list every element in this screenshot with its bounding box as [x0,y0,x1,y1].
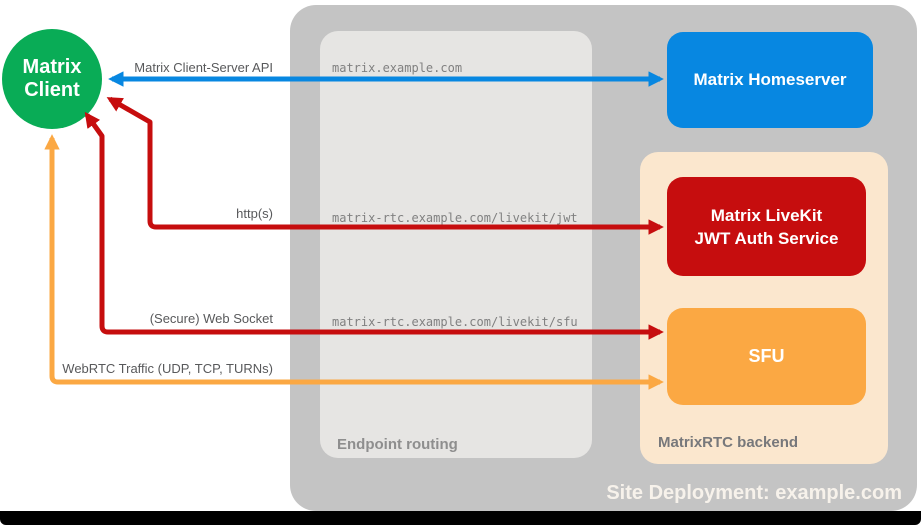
endpoint-url-matrix: matrix.example.com [332,61,463,75]
web-socket-arrow-label: (Secure) Web Socket [149,311,273,326]
bottom-bar [0,511,921,525]
endpoint-url-livekit-sfu: matrix-rtc.example.com/livekit/sfu [332,315,578,329]
jwt-label-line2: JWT Auth Service [694,228,839,248]
client-server-api-arrow-label: Matrix Client-Server API [134,60,273,75]
matrix-homeserver-label: Matrix Homeserver [693,70,847,89]
client-label-line2: Client [24,79,80,101]
sfu-node: SFU [667,308,866,405]
jwt-label-line1: Matrix LiveKit [710,205,823,225]
https-arrow-label: http(s) [236,206,273,221]
jwt-auth-service-label: Matrix LiveKit JWT Auth Service [695,204,839,250]
jwt-auth-service-node: Matrix LiveKit JWT Auth Service [667,177,866,276]
matrix-client-node: Matrix Client [2,29,102,129]
endpoint-routing-label: Endpoint routing [337,436,458,453]
sfu-label: SFU [748,346,785,366]
matrixrtc-backend-label: MatrixRTC backend [658,434,799,451]
matrix-client-label: Matrix Client [23,56,82,102]
matrix-homeserver-node: Matrix Homeserver [667,32,873,128]
site-deployment-label: Site Deployment: example.com [606,482,902,504]
endpoint-routing-panel [320,31,592,458]
endpoint-url-livekit-jwt: matrix-rtc.example.com/livekit/jwt [332,211,578,225]
client-label-line1: Matrix [22,56,82,78]
webrtc-traffic-arrow-label: WebRTC Traffic (UDP, TCP, TURNs) [62,361,273,376]
